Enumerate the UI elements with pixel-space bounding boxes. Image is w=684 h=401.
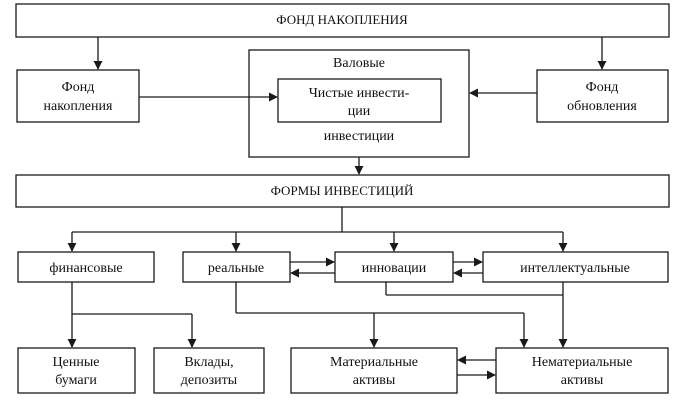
- fund-renewal-box: [536, 69, 669, 123]
- intangible-assets-label-1: Нематериальные: [532, 355, 633, 370]
- investment-forms-title: ФОРМЫ ИНВЕСТИЦИЙ: [271, 183, 414, 198]
- material-assets-label-1: Материальные: [330, 355, 418, 370]
- gross-investments-bottom-label: инвестиции: [324, 129, 395, 144]
- intellectual-box: [482, 251, 669, 283]
- real-label: реальные: [208, 261, 264, 276]
- intangible-assets-box: [495, 347, 669, 394]
- net-investments-box: [277, 78, 442, 123]
- securities-label-1: Ценные: [53, 355, 100, 370]
- fund-accumulation-box: [16, 69, 140, 123]
- financial-label: финансовые: [49, 261, 122, 276]
- gross-investments-top-label: Валовые: [333, 56, 385, 71]
- fund-renewal-label-1: Фонд: [586, 80, 619, 95]
- investment-forms-box: [15, 174, 670, 208]
- net-investments-label-1: Чистые инвести-: [309, 86, 410, 101]
- fund-accumulation-label-2: накопления: [44, 99, 113, 114]
- fund-accumulation-header: ФОНД НАКОПЛЕНИЯ: [276, 12, 408, 27]
- deposits-box: [153, 347, 265, 394]
- fund-accumulation-header-box: [15, 3, 670, 38]
- innovations-box: [334, 251, 454, 283]
- net-investments-label-2: ции: [348, 104, 371, 119]
- securities-box: [17, 347, 136, 394]
- fund-accumulation-label-1: Фонд: [62, 80, 95, 95]
- material-assets-label-2: активы: [353, 373, 396, 388]
- securities-label-2: бумаги: [55, 373, 97, 388]
- material-assets-box: [290, 347, 458, 394]
- deposits-label-1: Вклады,: [184, 355, 233, 370]
- deposits-label-2: депозиты: [181, 373, 238, 388]
- real-box: [182, 251, 291, 283]
- intellectual-label: интеллектуальные: [520, 261, 630, 276]
- financial-box: [17, 251, 155, 283]
- fund-renewal-label-2: обновления: [567, 99, 637, 114]
- intangible-assets-label-2: активы: [561, 373, 604, 388]
- innovations-label: инновации: [362, 261, 427, 276]
